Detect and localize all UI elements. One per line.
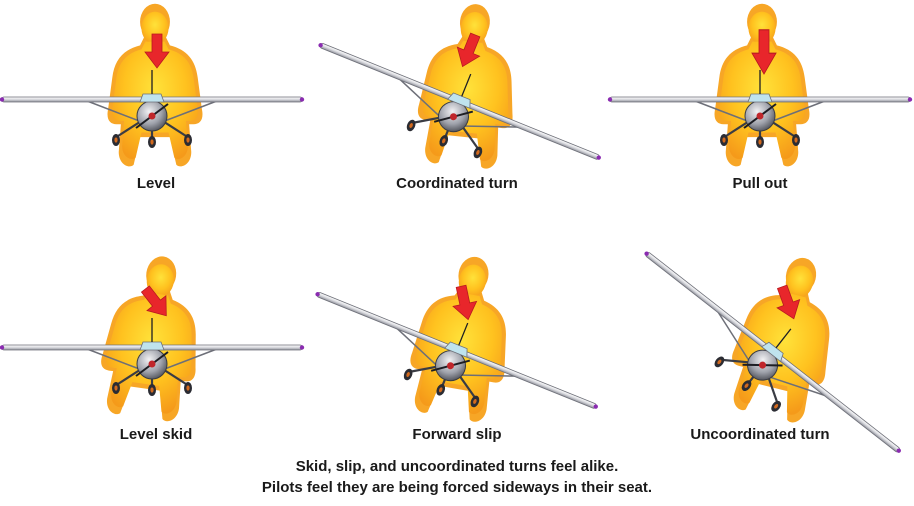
force-arrow <box>144 33 170 69</box>
aircraft-front-view <box>315 292 598 409</box>
panel-uncoordinated-turn <box>644 246 901 453</box>
panel-label-coordinated-turn: Coordinated turn <box>396 175 518 192</box>
aircraft-front-view <box>644 251 901 453</box>
force-arrow <box>456 32 481 68</box>
panel-level-skid <box>0 249 305 425</box>
panel-label-level-skid: Level skid <box>119 426 193 443</box>
panel-label-uncoordinated-turn: Uncoordinated turn <box>690 426 830 443</box>
panel-forward-slip <box>315 248 598 426</box>
aircraft-front-view <box>318 43 601 160</box>
caption-line-1: Skid, slip, and uncoordinated turns feel… <box>295 458 619 475</box>
panel-coordinated-turn <box>318 0 601 171</box>
panel-label-pull-out: Pull out <box>732 175 788 192</box>
aircraft-front-view <box>0 318 305 396</box>
panel-label-level: Level <box>136 175 176 192</box>
panel-level <box>0 3 305 167</box>
caption: Skid, slip, and uncoordinated turns feel… <box>0 456 914 498</box>
force-arrow <box>776 284 801 320</box>
aircraft-front-view <box>607 70 913 148</box>
force-arrow <box>140 285 167 317</box>
force-arrow <box>452 284 478 321</box>
caption-line-2: Pilots feel they are being forced sidewa… <box>261 479 653 496</box>
panel-pull-out <box>607 3 913 167</box>
aircraft-front-view <box>0 70 305 148</box>
force-arrow <box>751 29 777 75</box>
pilot-silhouette <box>412 0 525 171</box>
panel-label-forward-slip: Forward slip <box>412 426 502 443</box>
